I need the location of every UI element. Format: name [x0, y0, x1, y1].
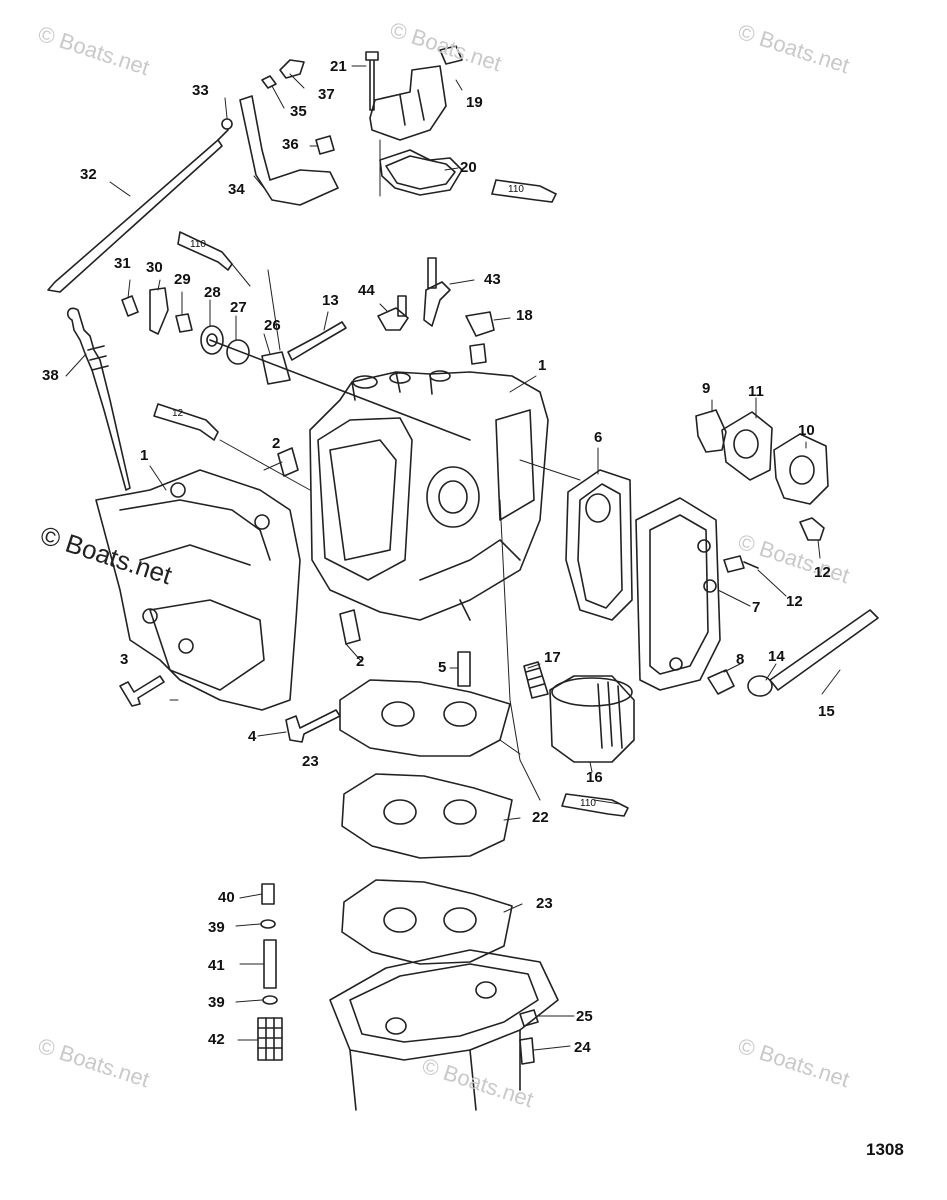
gasket-23-lower — [341, 879, 513, 965]
callout-15: 15 — [818, 703, 835, 720]
callout-31: 31 — [114, 255, 131, 272]
thermostat-cover-part — [773, 433, 829, 505]
callout-20: 20 — [460, 159, 477, 176]
callout-13: 13 — [322, 292, 339, 309]
hose-15-part — [769, 609, 879, 691]
callout-25: 25 — [576, 1008, 593, 1025]
callout-8: 8 — [736, 651, 745, 668]
oring-39b-part — [262, 995, 278, 1005]
callout-18: 18 — [516, 307, 533, 324]
tube-40-part — [261, 883, 275, 905]
callout-9: 9 — [702, 380, 711, 397]
gasket-6-part — [565, 469, 633, 621]
callout-7: 7 — [752, 599, 761, 616]
bolt-4-part — [285, 709, 341, 743]
callout-4: 4 — [248, 728, 257, 745]
gasket-23-upper — [339, 679, 511, 757]
cover-gasket-part — [379, 149, 463, 196]
callout-39-upper: 39 — [208, 919, 225, 936]
dowel-pin-2b — [339, 609, 361, 645]
callout-39-lower: 39 — [208, 994, 225, 1011]
sealant-tube-110-upper — [177, 231, 233, 271]
callout-2-lower: 2 — [356, 653, 365, 670]
callout-38: 38 — [42, 367, 59, 384]
callout-35: 35 — [290, 103, 307, 120]
leader-lines — [65, 65, 841, 1051]
callout-27: 27 — [230, 299, 247, 316]
throttle-linkage-part — [221, 59, 339, 206]
callout-26: 26 — [264, 317, 281, 334]
figure-number: 1308 — [866, 1140, 904, 1159]
callout-1-block: 1 — [538, 357, 547, 374]
thermostat-part — [695, 409, 727, 453]
callout-14: 14 — [768, 648, 785, 665]
thermostat-gasket-part — [721, 411, 773, 481]
callout-42: 42 — [208, 1031, 225, 1048]
sealant-tube-12 — [153, 403, 219, 441]
bolt-21-part — [365, 51, 379, 111]
oil-filter-part — [549, 675, 635, 763]
callout-29: 29 — [174, 271, 191, 288]
callout-33: 33 — [192, 82, 209, 99]
callout-6: 6 — [594, 429, 603, 446]
screw-25-part — [519, 1009, 539, 1027]
dipstick-part — [66, 307, 131, 491]
gasket-22 — [341, 773, 513, 859]
callout-32: 32 — [80, 166, 97, 183]
callout-1-cover: 1 — [140, 447, 149, 464]
callout-19: 19 — [466, 94, 483, 111]
callout-40: 40 — [218, 889, 235, 906]
screen-42-part — [257, 1017, 283, 1061]
callout-10: 10 — [798, 422, 815, 439]
callout-24: 24 — [574, 1039, 591, 1056]
relief-spring-part — [523, 661, 549, 699]
tube-41-part — [263, 939, 277, 989]
callout-12-right: 12 — [814, 564, 831, 581]
clamp-14-part — [747, 675, 773, 697]
callout-23-upper: 23 — [302, 753, 319, 770]
top-cover-part — [369, 45, 463, 141]
callout-36: 36 — [282, 136, 299, 153]
callout-43: 43 — [484, 271, 501, 288]
sealant-tube-110-top — [490, 179, 558, 203]
bearing-seal-row — [121, 287, 471, 441]
callout-41: 41 — [208, 957, 225, 974]
callout-17: 17 — [544, 649, 561, 666]
screw-12b — [799, 517, 825, 541]
callout-3: 3 — [120, 651, 129, 668]
screw-12a — [723, 555, 759, 573]
hose-part — [287, 321, 347, 361]
callout-44: 44 — [358, 282, 375, 299]
callout-11: 11 — [748, 383, 764, 400]
bolt-3-part — [119, 675, 165, 707]
callout-23-lower: 23 — [536, 895, 553, 912]
crankcase-cover-part — [95, 469, 301, 711]
tube-label-110-upper: 110 — [190, 239, 206, 250]
callout-22: 22 — [532, 809, 549, 826]
tube-label-110-top: 110 — [508, 184, 524, 195]
cylinder-block-part — [309, 370, 549, 621]
dowel-pin-5 — [457, 651, 471, 687]
callout-12-lower: 12 — [786, 593, 803, 610]
callout-16: 16 — [586, 769, 603, 786]
oring-39a-part — [260, 919, 276, 929]
tube-label-12: 12 — [172, 408, 184, 419]
callout-21: 21 — [330, 58, 347, 75]
callout-2-upper: 2 — [272, 435, 281, 452]
callout-34: 34 — [228, 181, 245, 198]
dipstick-tube-part — [47, 129, 229, 293]
breather-cap-part — [465, 311, 495, 365]
callout-28: 28 — [204, 284, 221, 301]
sealant-tube-110-lower — [561, 793, 629, 817]
fitting-8-part — [707, 669, 735, 695]
callout-37: 37 — [318, 86, 335, 103]
callout-30: 30 — [146, 259, 163, 276]
callout-5: 5 — [438, 659, 447, 676]
end-cover-part — [635, 497, 721, 691]
dowel-pin-2a — [277, 447, 299, 477]
screw-24-part — [519, 1037, 535, 1065]
bracket-43-44 — [377, 257, 451, 331]
tube-label-110-lower: 110 — [580, 798, 596, 809]
